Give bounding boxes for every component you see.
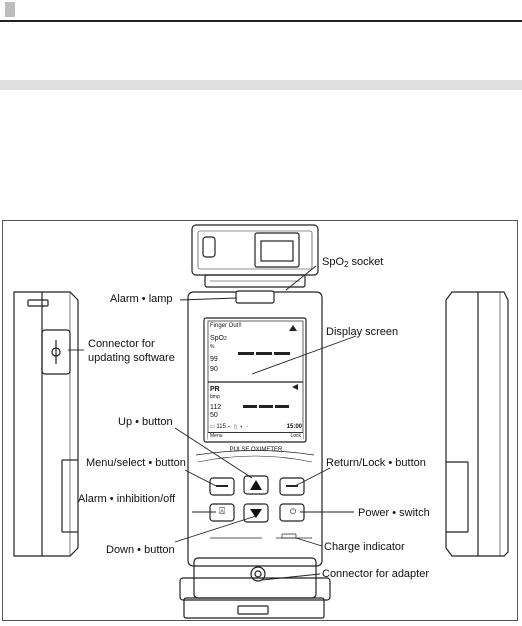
label-connector-adapter: Connector for adapter xyxy=(322,568,430,580)
label-return-lock: Return/Lock • button xyxy=(326,457,426,469)
screen-pr-upper: 112 xyxy=(210,404,222,411)
header-rule xyxy=(0,20,522,22)
label-connector-update-1: Connector for xyxy=(88,338,155,350)
battery-icon: ▭ xyxy=(210,424,215,430)
screen-pr-unit: bmp xyxy=(210,394,220,400)
figure-frame xyxy=(2,220,518,621)
left-side-view xyxy=(13,291,79,557)
status-icons: ⌐ ▯ ◐ ▫ xyxy=(227,424,250,430)
label-charge-indicator: Charge indicator xyxy=(324,541,405,553)
label-down-button: Down • button xyxy=(106,544,175,556)
section-band xyxy=(0,80,522,90)
label-alarm-lamp: Alarm • lamp xyxy=(110,293,173,305)
header-bar xyxy=(0,0,522,22)
screen-alert: Finger Out!! xyxy=(210,323,242,329)
label-spo2-socket: SpO2 socket xyxy=(322,256,384,269)
screen-lock-label: Lock xyxy=(290,433,301,439)
right-side-view xyxy=(445,291,509,557)
screen-spo2-unit: % xyxy=(210,344,215,350)
screen-spo2-upper: 99 xyxy=(210,356,218,363)
leader-lines xyxy=(68,265,357,581)
screen-pr-lower: 50 xyxy=(210,412,218,419)
label-power-switch: Power • switch xyxy=(358,507,430,519)
alarm-bell-icon[interactable]: ⍓ xyxy=(219,506,225,517)
header-marker xyxy=(5,2,15,17)
screen-menu-label: Menu xyxy=(210,433,223,439)
screen-pr-label: PR xyxy=(210,386,220,393)
screen-spo2-lower: 90 xyxy=(210,366,218,373)
label-connector-update-2: updating software xyxy=(88,352,175,364)
screen-time: 15:00 xyxy=(286,424,302,430)
sensor-head-top xyxy=(191,224,319,288)
power-icon[interactable]: ⏻ xyxy=(289,507,297,516)
label-display-screen: Display screen xyxy=(326,326,399,338)
screen-status-row: ▭ 115 ⌐ ▯ ◐ ▫ 15:00 xyxy=(210,424,302,430)
label-menu-select: Menu/select • button xyxy=(86,457,186,469)
screen-spo2-label: SpO2 xyxy=(210,335,227,342)
brand-text: PULSE OXIMETER xyxy=(229,447,283,453)
label-up-button: Up • button xyxy=(118,416,173,428)
bottom-connector xyxy=(179,557,331,619)
screen-softkeys: Menu Lock xyxy=(208,432,303,440)
label-alarm-inhibition: Alarm • inhibition/off xyxy=(78,493,176,505)
buttons xyxy=(209,475,305,523)
